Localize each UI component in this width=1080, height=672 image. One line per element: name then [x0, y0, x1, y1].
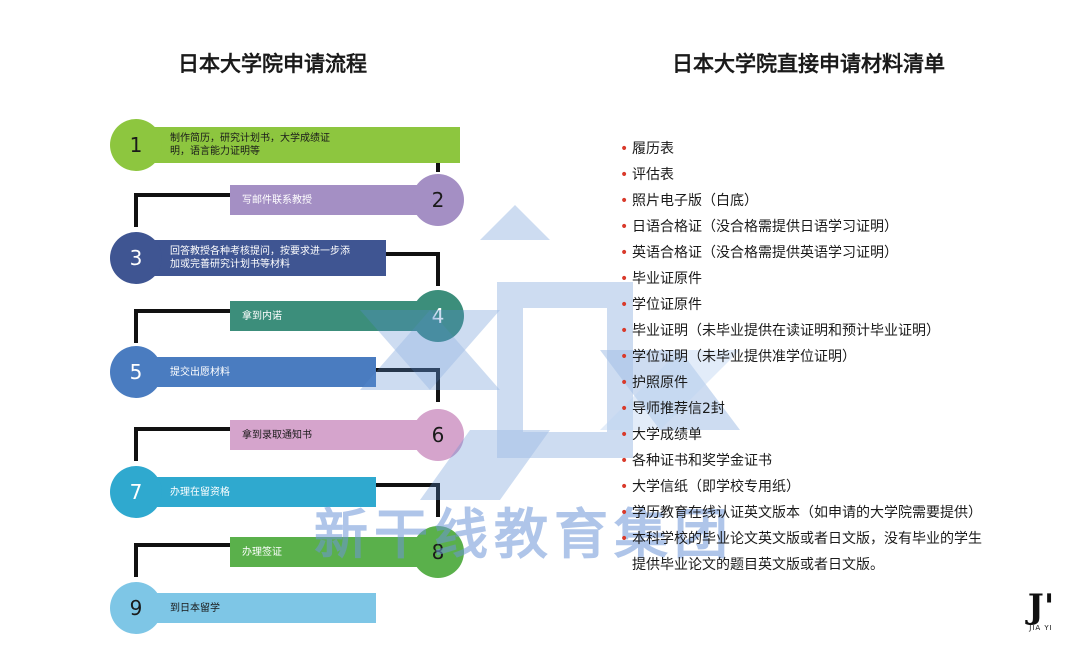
- step-5-number: 5: [110, 346, 162, 398]
- step-1-text: 制作简历，研究计划书，大学成绩证明，语言能力证明等: [170, 133, 330, 157]
- step-9-text: 到日本留学: [170, 602, 220, 614]
- step-8-number: 8: [412, 526, 464, 578]
- step-1-number: 1: [110, 119, 162, 171]
- logo-mark: J': [1027, 587, 1055, 627]
- step-2-text: 写邮件联系教授: [242, 194, 312, 206]
- connector-6-7: [134, 427, 234, 461]
- connector-4-5: [134, 309, 234, 343]
- list-item: 照片电子版（白底）: [620, 188, 992, 214]
- flow-title: 日本大学院申请流程: [178, 52, 367, 76]
- list-item: 毕业证明（未毕业提供在读证明和预计毕业证明）: [620, 318, 992, 344]
- materials-list: 履历表 评估表 照片电子版（白底） 日语合格证（没合格需提供日语学习证明） 英语…: [620, 136, 992, 578]
- step-8-text: 办理签证: [242, 546, 282, 558]
- connector-7-8: [350, 483, 440, 517]
- logo-text: JIA YI: [1029, 624, 1053, 632]
- list-item: 学位证明（未毕业提供准学位证明）: [620, 344, 992, 370]
- connector-5-6: [350, 368, 440, 402]
- step-9-number: 9: [110, 582, 162, 634]
- materials-title: 日本大学院直接申请材料清单: [672, 52, 945, 76]
- list-item: 导师推荐信2封: [620, 396, 992, 422]
- list-item: 评估表: [620, 162, 992, 188]
- step-3-number: 3: [110, 232, 162, 284]
- step-5-text: 提交出愿材料: [170, 366, 230, 378]
- list-item: 英语合格证（没合格需提供英语学习证明）: [620, 240, 992, 266]
- connector-3-4: [350, 252, 440, 286]
- step-7-number: 7: [110, 466, 162, 518]
- step-7-text: 办理在留资格: [170, 486, 230, 498]
- step-6-text: 拿到录取通知书: [242, 429, 312, 441]
- connector-8-9: [134, 543, 234, 577]
- step-4-text: 拿到内诺: [242, 310, 282, 322]
- list-item: 本科学校的毕业论文英文版或者日文版，没有毕业的学生提供毕业论文的题目英文版或者日…: [620, 526, 992, 578]
- list-item: 各种证书和奖学金证书: [620, 448, 992, 474]
- list-item: 学历教育在线认证英文版本（如申请的大学院需要提供）: [620, 500, 992, 526]
- step-2-number: 2: [412, 174, 464, 226]
- list-item: 大学成绩单: [620, 422, 992, 448]
- connector-2-3: [134, 193, 234, 227]
- list-item: 学位证原件: [620, 292, 992, 318]
- list-item: 大学信纸（即学校专用纸）: [620, 474, 992, 500]
- step-4-number: 4: [412, 290, 464, 342]
- list-item: 履历表: [620, 136, 992, 162]
- list-item: 毕业证原件: [620, 266, 992, 292]
- step-3-text: 回答教授各种考核提问，按要求进一步添加或完善研究计划书等材料: [170, 246, 350, 270]
- list-item: 日语合格证（没合格需提供日语学习证明）: [620, 214, 992, 240]
- list-item: 护照原件: [620, 370, 992, 396]
- step-6-number: 6: [412, 409, 464, 461]
- brand-logo: J' JIA YI: [1014, 590, 1068, 632]
